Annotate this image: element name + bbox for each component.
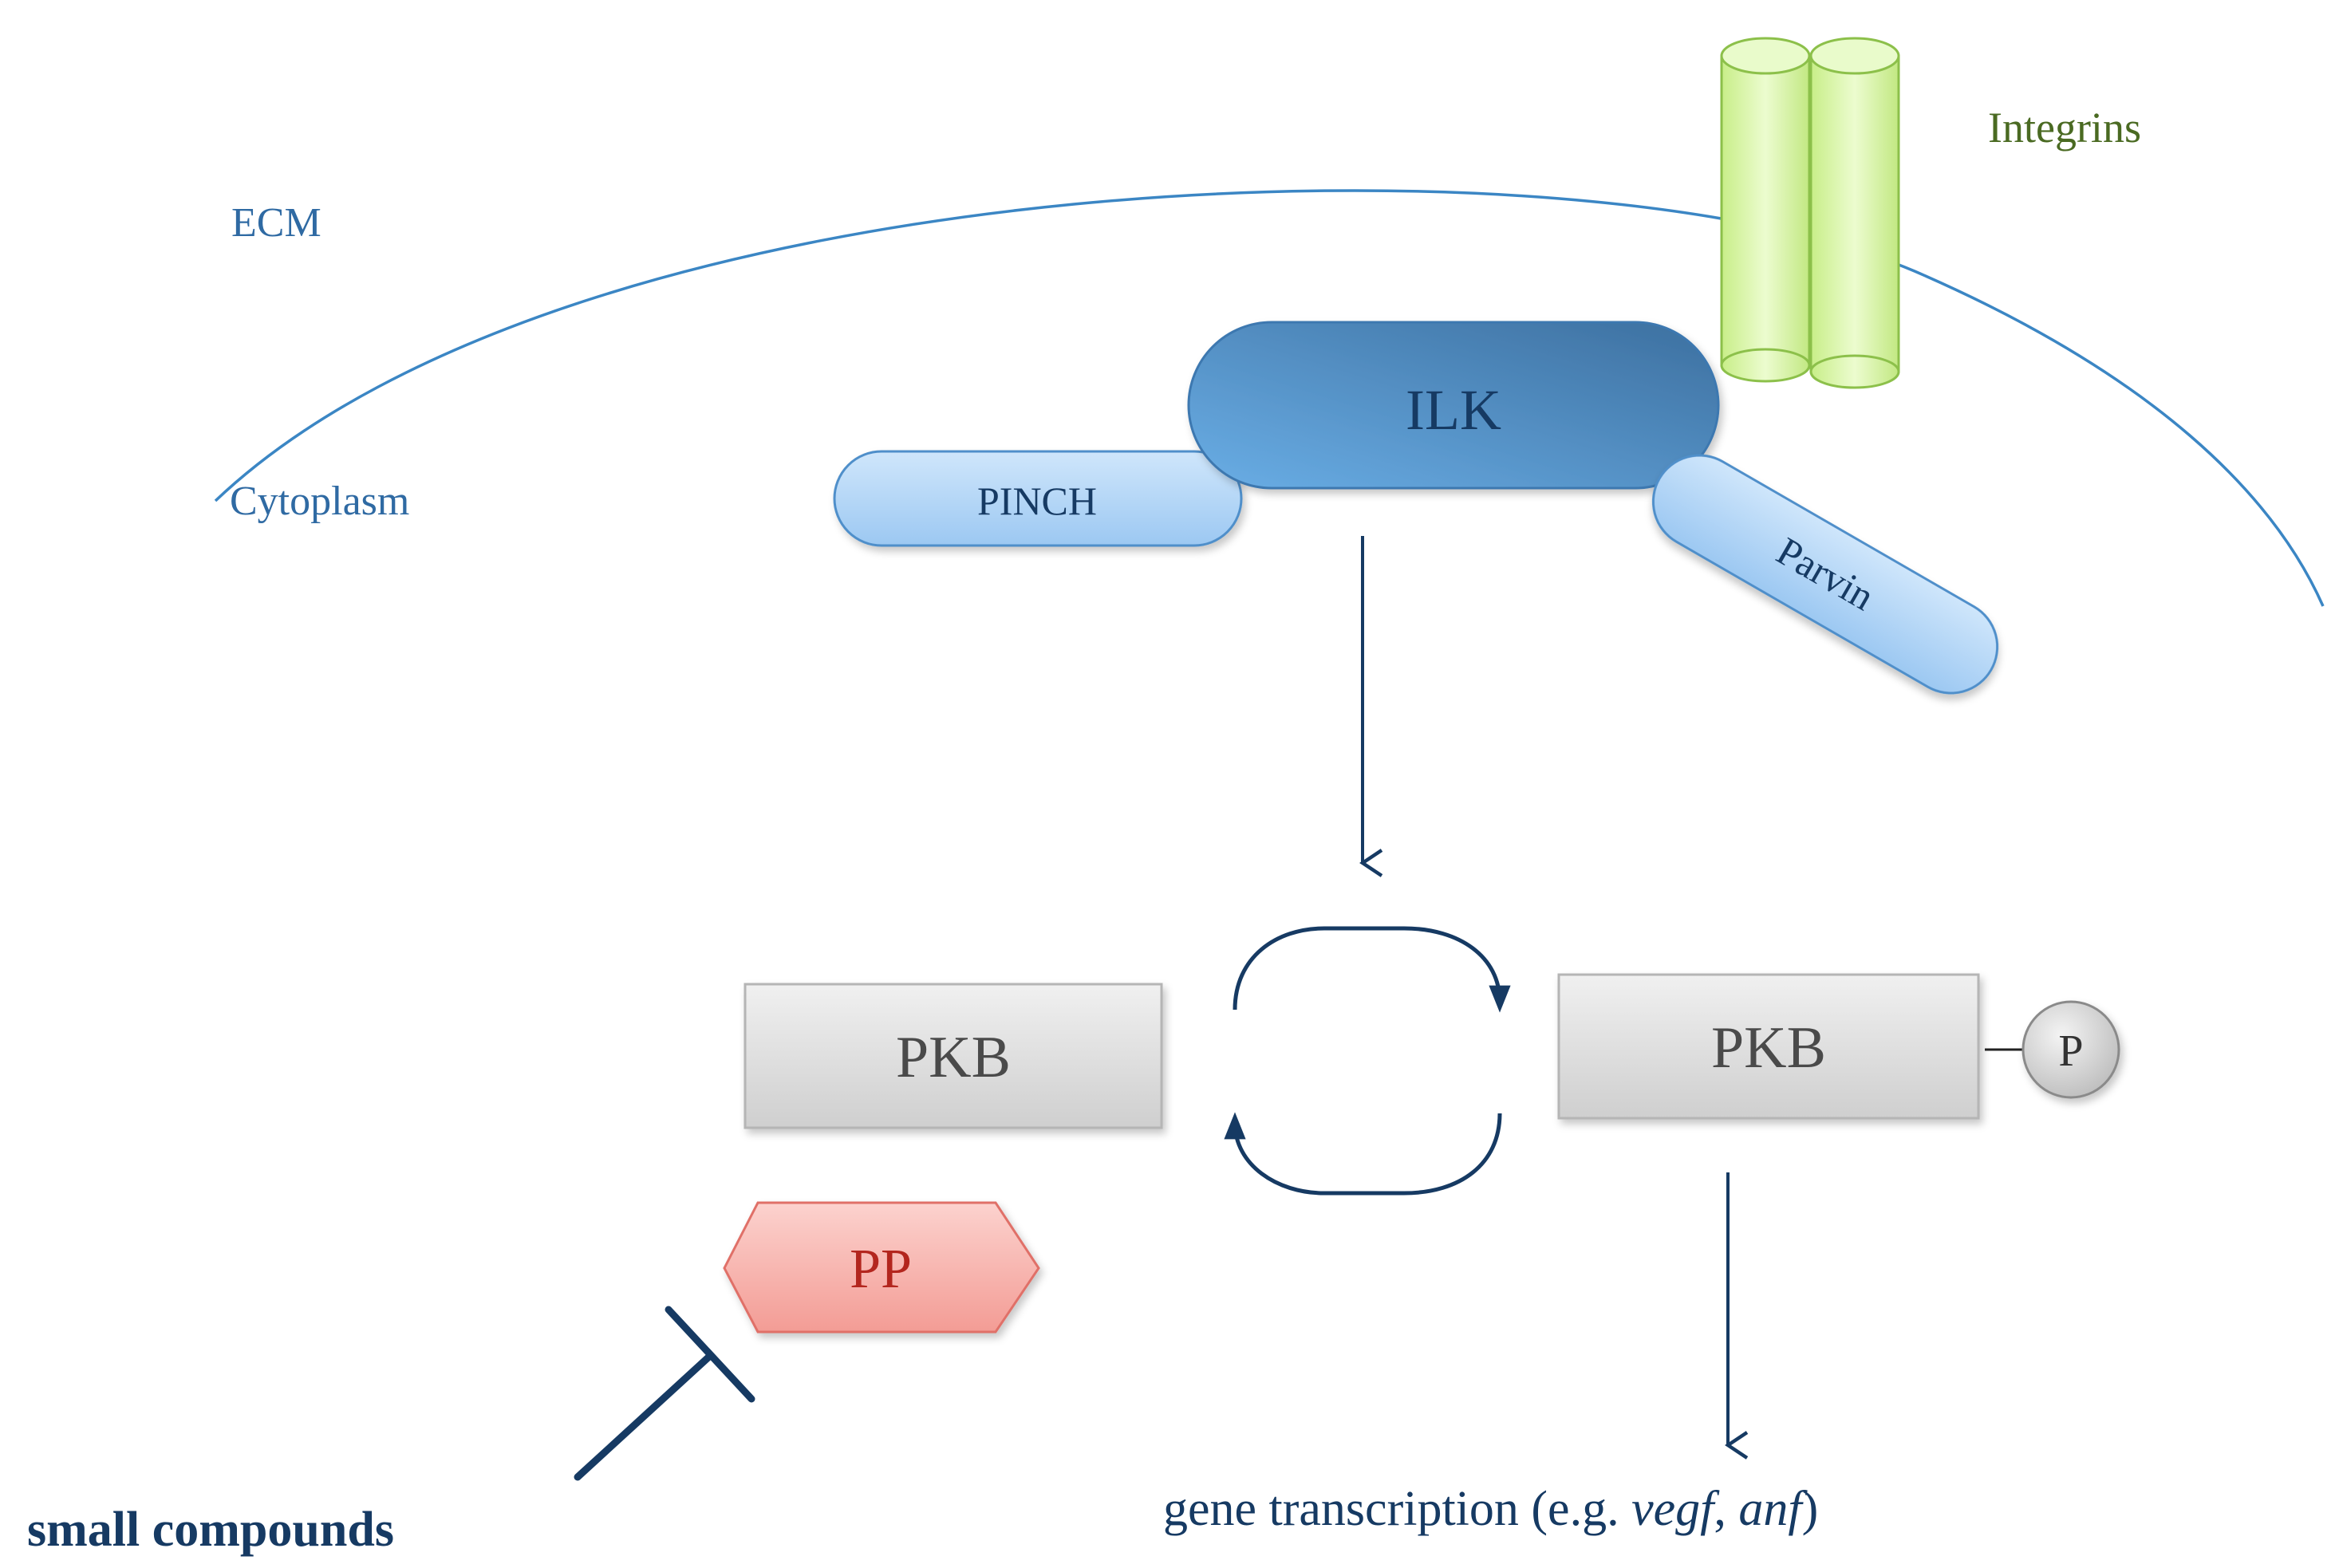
gene-vegf: vegf xyxy=(1631,1482,1720,1536)
phosphate-group xyxy=(2021,1000,2120,1099)
pinch-label: PINCH xyxy=(977,479,1097,523)
ilk-protein xyxy=(1187,321,1720,490)
integrins xyxy=(1720,37,1900,389)
inhibition-symbol xyxy=(574,1306,755,1481)
pkb-right-label: PKB xyxy=(1711,1015,1826,1081)
integrin-cylinder-left xyxy=(1720,37,1811,383)
gene-separator: , xyxy=(1714,1482,1738,1536)
cell-membrane xyxy=(214,189,2325,607)
ilk-label: ILK xyxy=(1406,378,1501,442)
small-compounds-label: small compounds xyxy=(27,1503,394,1557)
cycle-arrow-bottom xyxy=(1224,1112,1502,1196)
pp-phosphatase xyxy=(723,1201,1040,1334)
pkb-unphosphorylated xyxy=(744,983,1163,1129)
phosphate-label: P xyxy=(2058,1026,2083,1076)
parvin-protein: Parvin xyxy=(1651,454,1999,695)
ecm-label: ECM xyxy=(231,200,321,246)
cycle-arrow-top xyxy=(1233,926,1511,1013)
pkb-left-label: PKB xyxy=(896,1025,1011,1090)
gene-transcription-label: gene transcription (e.g. vegf, anf) xyxy=(1163,1482,1818,1536)
pkb-phosphorylated xyxy=(1557,973,1980,1120)
pinch-protein xyxy=(833,450,1243,547)
gene-transcription-prefix: gene transcription (e.g. xyxy=(1163,1482,1631,1536)
gene-anf: anf xyxy=(1738,1482,1808,1536)
integrins-label: Integrins xyxy=(1988,104,2141,152)
gene-transcription-suffix: ) xyxy=(1802,1482,1819,1536)
cytoplasm-label: Cytoplasm xyxy=(230,479,409,524)
integrin-cylinder-right xyxy=(1809,37,1900,389)
pp-label: PP xyxy=(850,1239,912,1300)
